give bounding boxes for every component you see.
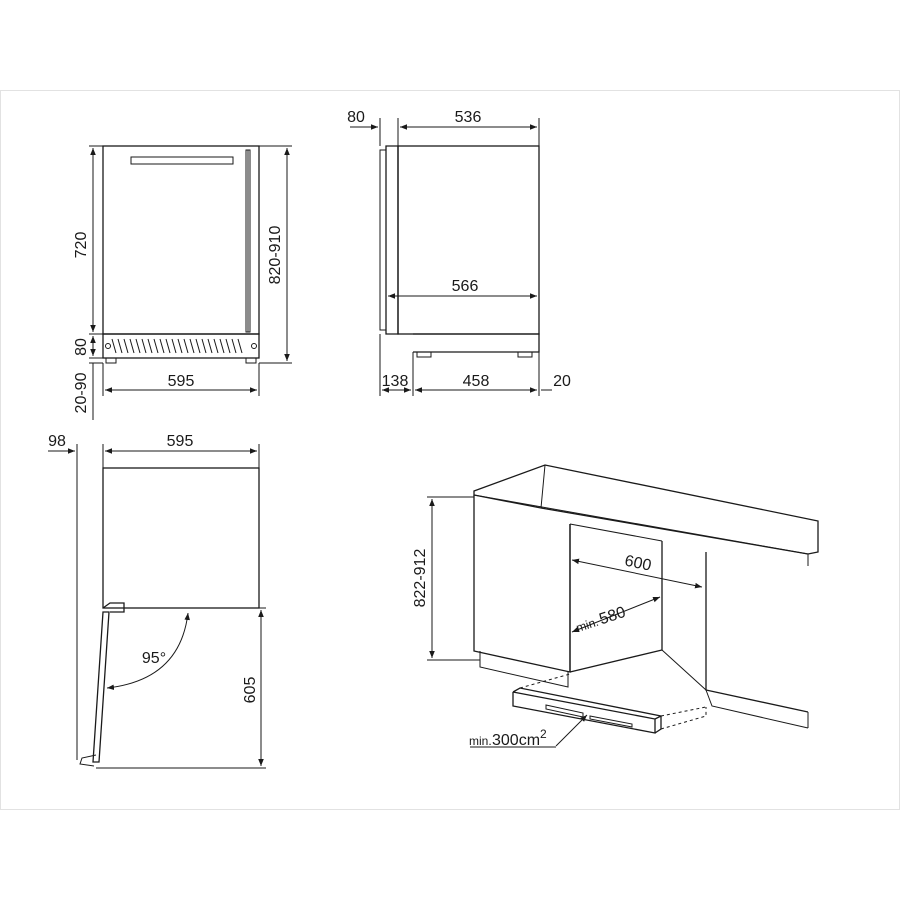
- vent-grille: [512, 687, 663, 734]
- front-screw-right: [251, 343, 257, 349]
- panel-border: [0, 90, 900, 810]
- dim-580-label: 580: [597, 604, 628, 628]
- side-body: [397, 145, 540, 335]
- countertop: [473, 464, 819, 555]
- side-foot-rear: [517, 351, 533, 358]
- dim-20-side-label: 20: [553, 373, 571, 390]
- top-hinge: [102, 602, 125, 613]
- side-door: [385, 145, 399, 335]
- dim-720-label: 720: [73, 232, 90, 259]
- dim-80-label: 80: [73, 338, 90, 356]
- top-view: 95° 98 595 605: [48, 433, 266, 769]
- side-door-inner: [379, 149, 387, 331]
- dim-600-label: 600: [623, 553, 653, 575]
- dim-820-910-label: 820-910: [267, 226, 284, 285]
- front-screw-left: [105, 343, 111, 349]
- top-door-handle: [79, 754, 97, 767]
- top-door-open: [92, 611, 110, 763]
- dim-605-label: 605: [242, 677, 259, 704]
- side-foot-front: [416, 351, 432, 358]
- dim-580-line: [571, 596, 661, 633]
- cabinet-right: [705, 552, 809, 713]
- dim-536-label: 536: [455, 109, 482, 126]
- cabinet-left: [473, 495, 571, 673]
- top-angle-arc: [106, 612, 190, 691]
- top-body: [102, 467, 260, 609]
- front-plinth: [102, 333, 260, 359]
- vent-label-prefix: min.: [469, 734, 492, 748]
- side-plinth: [413, 333, 540, 353]
- dim-595-top-label: 595: [167, 433, 194, 450]
- front-foot-left: [105, 357, 117, 364]
- dim-80-side-label: 80: [347, 109, 365, 126]
- dim-20-90-label: 20-90: [73, 372, 90, 413]
- front-view: 720 80 20-90 820-910 595: [73, 145, 292, 420]
- vent-leader: [555, 714, 588, 747]
- dim-580-prefix: min.: [574, 615, 600, 635]
- dim-138-label: 138: [382, 373, 409, 390]
- dim-458-label: 458: [463, 373, 490, 390]
- installation-view: 600 min. 580 822-912 min. 300cm 2: [412, 464, 819, 749]
- dim-822-912-label: 822-912: [412, 549, 429, 608]
- vent-label-sup: 2: [540, 727, 547, 741]
- dim-98-label: 98: [48, 433, 66, 450]
- front-foot-right: [245, 357, 257, 364]
- top-angle-label: 95°: [142, 650, 166, 667]
- front-handle: [130, 156, 234, 165]
- dim-595-front-label: 595: [168, 373, 195, 390]
- front-door-hinge: [245, 149, 251, 333]
- side-view: 80 536 566 138 458 20: [347, 109, 571, 396]
- dim-600-line: [571, 558, 703, 589]
- vent-label: 300cm: [492, 732, 540, 749]
- niche: [569, 524, 663, 673]
- dim-566-label: 566: [452, 278, 479, 295]
- front-body: [102, 145, 260, 335]
- front-grille: [111, 338, 243, 354]
